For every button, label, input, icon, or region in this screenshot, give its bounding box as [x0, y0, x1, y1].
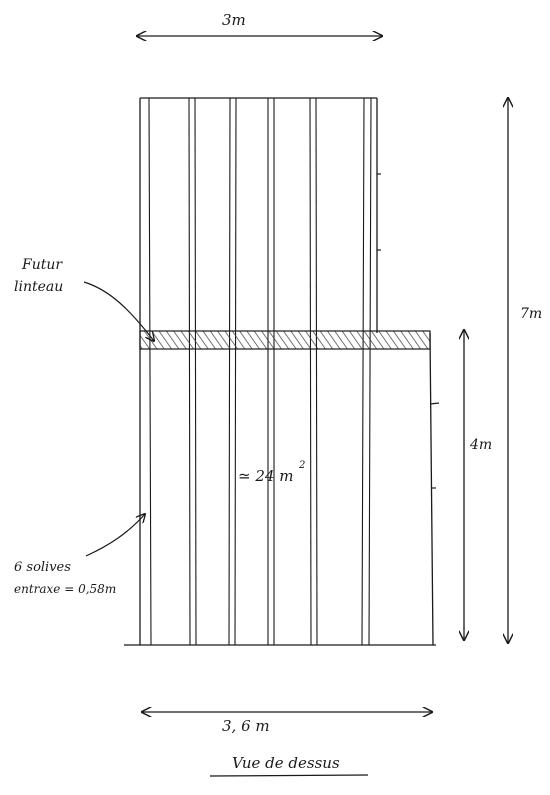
lintel-label-line1: Futur [21, 257, 63, 273]
joist-line [315, 97, 318, 646]
joist-line [309, 97, 312, 646]
joist-line [361, 97, 365, 646]
joist-line [194, 97, 197, 646]
lintel-annotation: Futur linteau [14, 257, 154, 341]
lower-length-label: 4m [469, 437, 492, 453]
joist-line [368, 97, 372, 646]
joists-annotation: 6 solives entraxe = 0,58m [14, 514, 145, 596]
area-exponent: 2 [298, 460, 305, 471]
joists-label-line1: 6 solives [14, 560, 71, 575]
edge-ticks [377, 173, 440, 489]
top-width-label: 3m [222, 11, 246, 29]
bottom-width-label: 3, 6 m [222, 717, 270, 735]
joist-line [148, 97, 152, 646]
joist-line [188, 97, 191, 646]
caption: Vue de dessus [209, 754, 369, 777]
joists-leader-arrow [85, 514, 145, 557]
bottom-width-dimension: 3, 6 m [142, 712, 432, 735]
area-label: ≃ 24 m [238, 467, 293, 485]
joists-label-line2: entraxe = 0,58m [14, 582, 116, 596]
joist-line [234, 97, 237, 646]
lintel-leader-arrow [83, 281, 154, 341]
area-annotation: ≃ 24 m 2 [238, 460, 305, 485]
lintel-label-line2: linteau [14, 279, 63, 295]
floor-outline [124, 97, 436, 646]
outline-lower-right-edge [429, 332, 434, 646]
caption-text: Vue de dessus [232, 754, 340, 772]
joists [148, 97, 372, 646]
lintel-hatch [139, 330, 431, 350]
joist-line [228, 97, 231, 646]
total-length-label: 7m [520, 306, 542, 322]
total-length-dimension: 7m [508, 98, 542, 643]
lintel-band [139, 330, 431, 350]
lower-length-dimension: 4m [464, 330, 492, 640]
caption-underline [209, 774, 369, 777]
top-width-dimension: 3m [137, 11, 382, 36]
